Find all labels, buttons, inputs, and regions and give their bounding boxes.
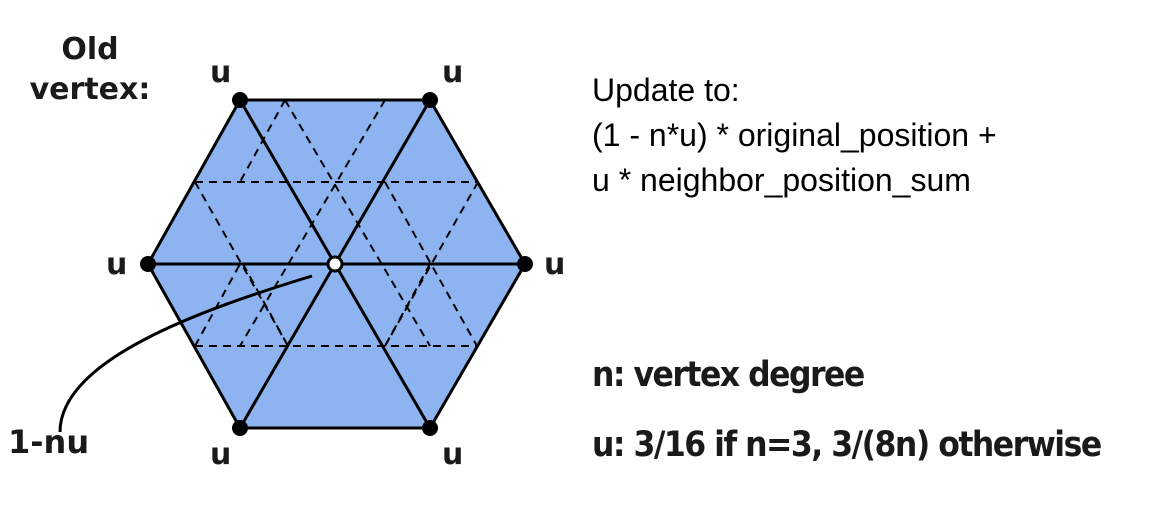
neighbor-vertex	[422, 420, 438, 436]
neighbor-label-top-right: u	[442, 55, 464, 90]
dashed-subdivision-edges	[194, 99, 479, 347]
neighbor-label-right: u	[544, 247, 566, 282]
center-weight-label: 1-nu	[8, 423, 90, 461]
neighbor-vertex	[517, 256, 533, 272]
update-line-2: u * neighbor_position_sum	[592, 162, 971, 198]
title-line-1: Old	[61, 32, 119, 67]
title-line-2: vertex:	[29, 72, 151, 107]
n-definition: n: vertex degree	[592, 355, 865, 395]
neighbor-label-bottom-right: u	[442, 437, 464, 472]
u-definition: u: 3/16 if n=3, 3/(8n) otherwise	[592, 425, 1102, 465]
neighbor-label-top-left: u	[210, 55, 232, 90]
center-pointer-line	[58, 274, 313, 433]
vertices	[140, 92, 533, 436]
center-vertex	[326, 255, 344, 273]
neighbor-vertex	[422, 92, 438, 108]
neighbor-label-bottom-left: u	[210, 437, 232, 472]
update-heading: Update to:	[592, 72, 740, 108]
old-vertex-title: Old vertex:	[20, 30, 160, 110]
neighbor-vertex	[140, 256, 156, 272]
neighbor-vertex	[232, 92, 248, 108]
update-rule: Update to: (1 - n*u) * original_position…	[592, 68, 997, 203]
neighbor-vertex	[232, 420, 248, 436]
update-line-1: (1 - n*u) * original_position +	[592, 117, 997, 153]
neighbor-label-left: u	[106, 247, 128, 282]
